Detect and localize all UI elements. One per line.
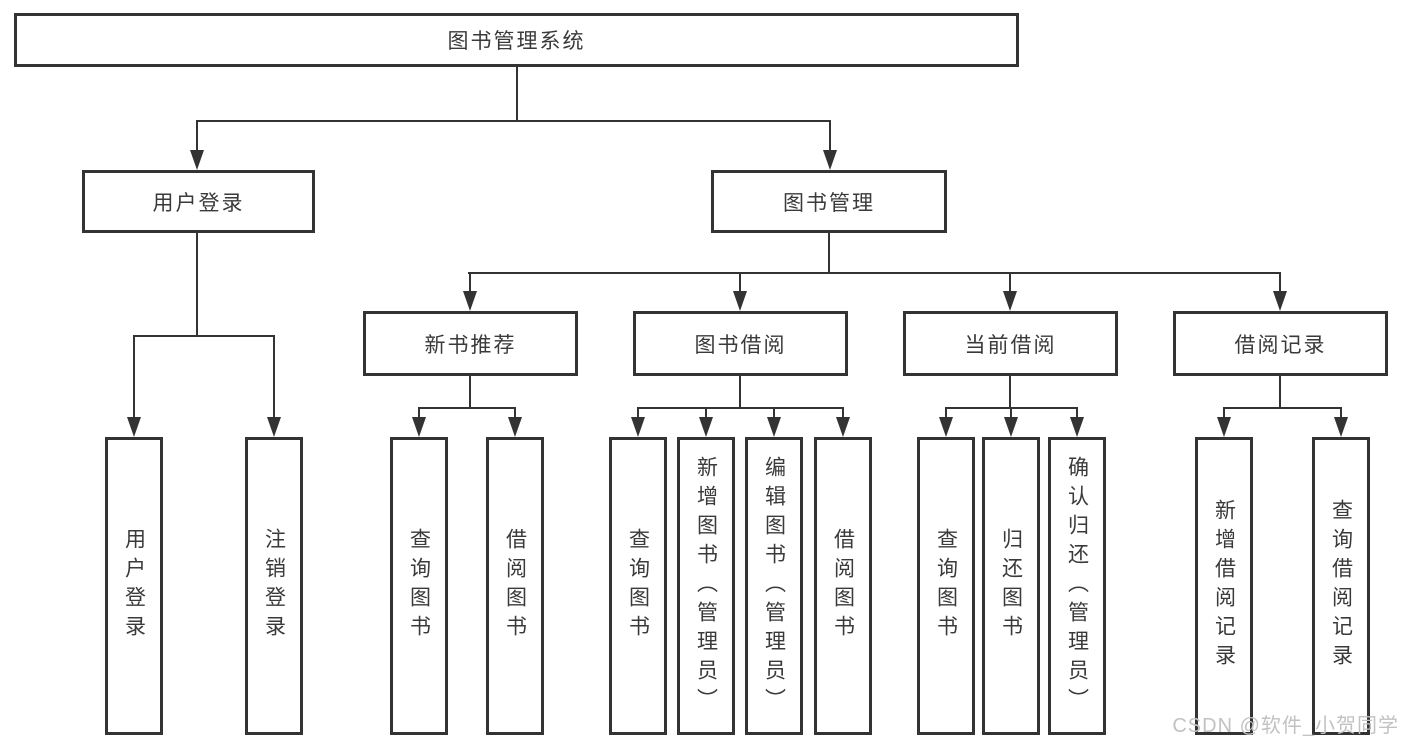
arrow-down-icon [1003, 291, 1017, 311]
leaf-user-login: 用户登录 [105, 437, 163, 735]
arrow-down-icon [699, 417, 713, 437]
node-book-borrowing: 图书借阅 [633, 311, 848, 376]
connector-line [1223, 407, 1225, 419]
connector-line [1076, 407, 1078, 419]
connector-line [637, 407, 844, 409]
node-borrow-records: 借阅记录 [1173, 311, 1388, 376]
node-new-book-recommend-label: 新书推荐 [424, 333, 517, 357]
connector-line [1279, 272, 1281, 293]
node-root-label: 图书管理系统 [447, 30, 586, 53]
node-book-borrowing-label: 图书借阅 [694, 333, 787, 357]
leaf-label: 查询图书 [934, 528, 958, 644]
leaf-borrowing-borrow-books: 借阅图书 [814, 437, 872, 735]
connector-line [468, 272, 1281, 274]
connector-line [418, 407, 420, 419]
arrow-down-icon [412, 417, 426, 437]
leaf-label: 查询图书 [626, 528, 650, 644]
connector-line [516, 67, 518, 120]
connector-line [1009, 375, 1011, 409]
node-book-management-label: 图书管理 [783, 191, 875, 215]
leaf-confirm-return-admin: 确认归还（管理员） [1048, 437, 1106, 735]
connector-line [133, 335, 275, 337]
leaf-label: 编辑图书（管理员） [762, 455, 786, 717]
node-book-management: 图书管理 [711, 170, 947, 233]
connector-line [945, 407, 947, 419]
connector-line [1009, 272, 1011, 293]
arrow-down-icon [190, 150, 204, 170]
connector-line [469, 272, 471, 293]
arrow-down-icon [267, 417, 281, 437]
leaf-label: 借阅图书 [503, 528, 527, 644]
connector-line [133, 335, 135, 419]
connector-line [705, 407, 707, 419]
leaf-add-borrow-record: 新增借阅记录 [1195, 437, 1253, 735]
leaf-newbook-borrow-books: 借阅图书 [486, 437, 544, 735]
leaf-label: 查询借阅记录 [1329, 499, 1353, 673]
leaf-edit-books-admin: 编辑图书（管理员） [745, 437, 803, 735]
connector-line [1279, 375, 1281, 409]
arrow-down-icon [1070, 417, 1084, 437]
node-new-book-recommend: 新书推荐 [363, 311, 578, 376]
connector-line [196, 120, 198, 153]
arrow-down-icon [733, 291, 747, 311]
leaf-label: 归还图书 [999, 528, 1023, 644]
arrow-down-icon [836, 417, 850, 437]
leaf-logout: 注销登录 [245, 437, 303, 735]
node-user-login-label: 用户登录 [152, 191, 245, 215]
connector-line [739, 272, 741, 293]
arrow-down-icon [1217, 417, 1231, 437]
connector-line [828, 232, 830, 273]
node-current-borrowing-label: 当前借阅 [964, 333, 1057, 357]
connector-line [1340, 407, 1342, 419]
arrow-down-icon [463, 291, 477, 311]
leaf-return-books: 归还图书 [982, 437, 1040, 735]
connector-line [829, 120, 831, 153]
arrow-down-icon [767, 417, 781, 437]
leaf-label: 借阅图书 [831, 528, 855, 644]
connector-line [196, 120, 831, 122]
connector-line [1010, 407, 1012, 419]
connector-line [418, 407, 516, 409]
node-current-borrowing: 当前借阅 [903, 311, 1118, 376]
leaf-label: 新增图书（管理员） [694, 455, 718, 717]
connector-line [273, 335, 275, 419]
leaf-add-books-admin: 新增图书（管理员） [677, 437, 735, 735]
arrow-down-icon [939, 417, 953, 437]
node-borrow-records-label: 借阅记录 [1234, 333, 1327, 357]
leaf-current-query-books: 查询图书 [917, 437, 975, 735]
arrow-down-icon [823, 150, 837, 170]
arrow-down-icon [1334, 417, 1348, 437]
leaf-label: 确认归还（管理员） [1065, 455, 1089, 717]
arrow-down-icon [127, 417, 141, 437]
connector-line [514, 407, 516, 419]
arrow-down-icon [1004, 417, 1018, 437]
connector-line [637, 407, 639, 419]
leaf-newbook-query-books: 查询图书 [390, 437, 448, 735]
arrow-down-icon [631, 417, 645, 437]
node-user-login: 用户登录 [82, 170, 315, 233]
node-root-system: 图书管理系统 [14, 13, 1019, 67]
connector-line [773, 407, 775, 419]
connector-line [739, 375, 741, 409]
connector-line [469, 375, 471, 409]
connector-line [842, 407, 844, 419]
leaf-query-borrow-record: 查询借阅记录 [1312, 437, 1370, 735]
arrow-down-icon [1273, 291, 1287, 311]
leaf-label: 注销登录 [262, 528, 286, 644]
csdn-watermark: CSDN @软件_小贺同学 [1172, 715, 1399, 737]
connector-line [196, 232, 198, 336]
leaf-label: 用户登录 [122, 528, 146, 644]
connector-line [1223, 407, 1342, 409]
arrow-down-icon [508, 417, 522, 437]
leaf-label: 新增借阅记录 [1212, 499, 1236, 673]
leaf-label: 查询图书 [407, 528, 431, 644]
leaf-borrowing-query-books: 查询图书 [609, 437, 667, 735]
